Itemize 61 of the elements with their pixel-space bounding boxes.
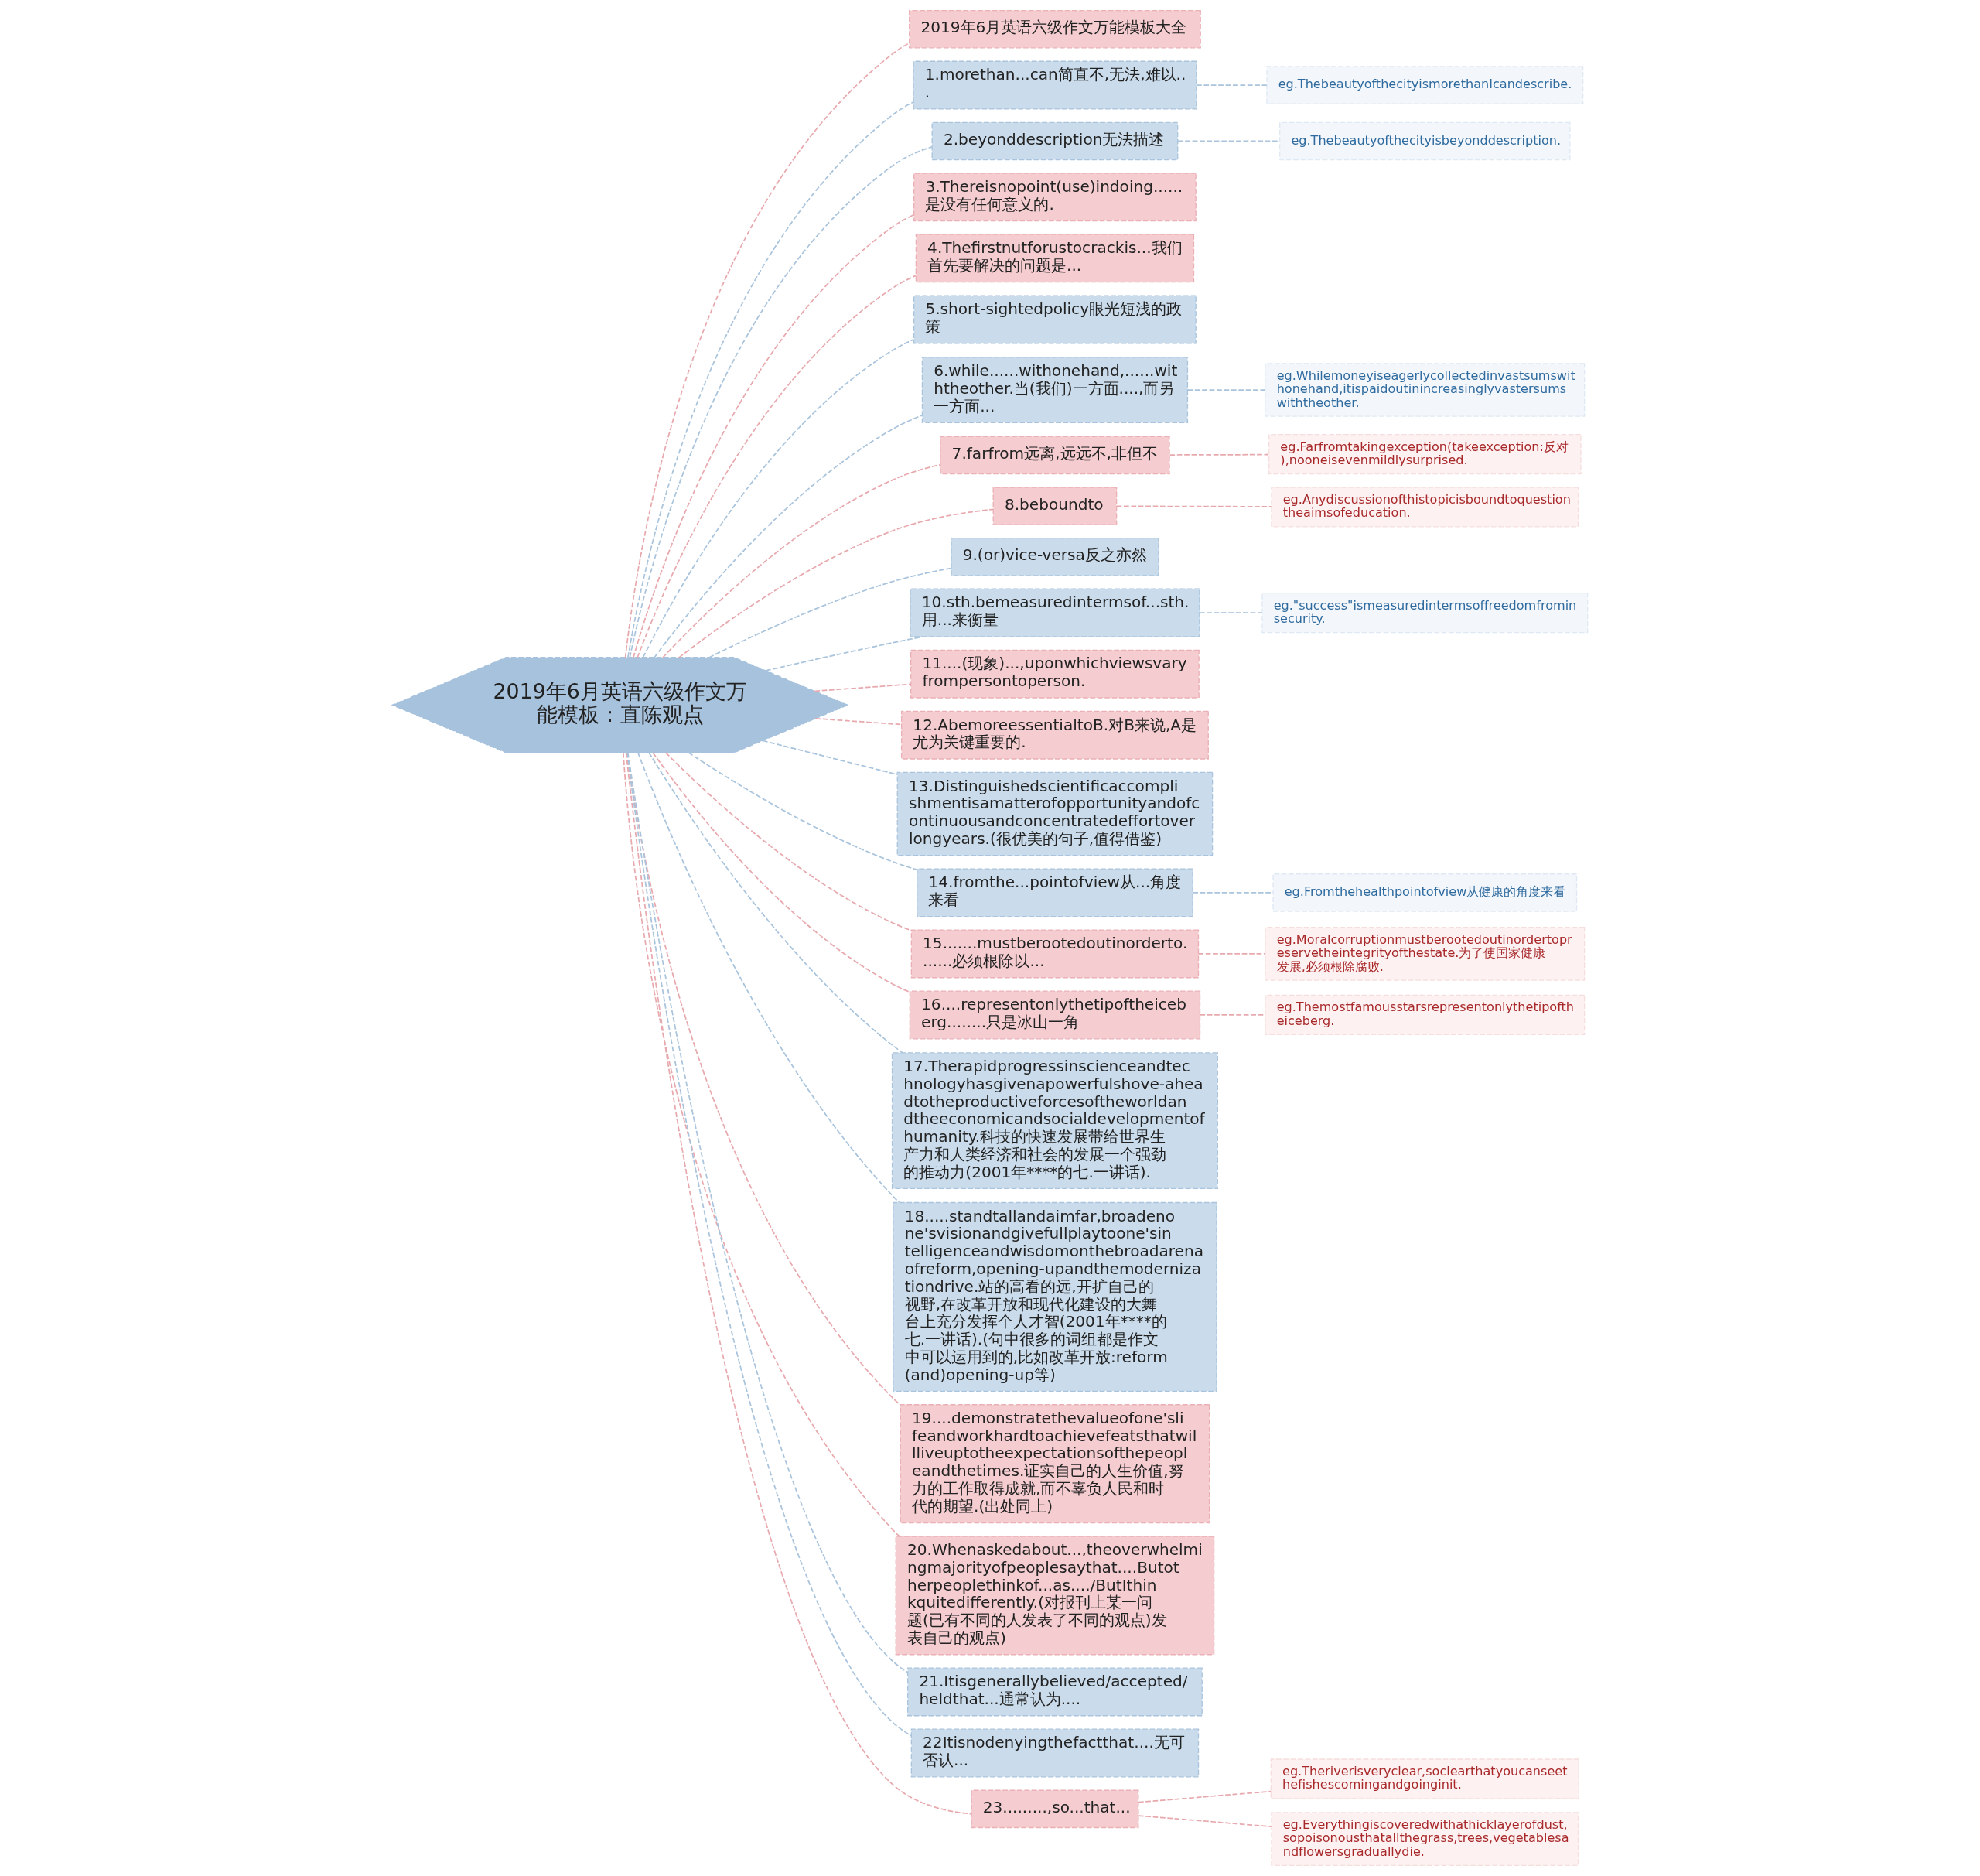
- node-box: eg.ThebeautyofthecityismorethanIcandescribe.: [1266, 66, 1584, 104]
- node-box: eg.Theriverisveryclear,soclearthatyoucanseethefishescomingandgoinginit.: [1270, 1758, 1579, 1799]
- connector: [708, 567, 952, 658]
- node-box: 19....demonstratethevalueofone'slifeandworkhardtoachievefeatsthatwillliveuptotheexpectationsofthepeopleandthetimes.证实自己的人生价值,努力的工作取得成就,而不辜负人民和时代的期望.(出处同上): [900, 1404, 1210, 1524]
- node-box: eg.Themostfamousstarsrepresentonlythetipoftheiceberg.: [1265, 994, 1586, 1036]
- node-box: 2.beyonddescription无法描述: [931, 121, 1179, 161]
- node-box: 23.........,so...that...: [971, 1789, 1139, 1829]
- connector: [626, 752, 901, 1406]
- node-box: 20.Whenaskedabout...,theoverwhelmingmajorityofpeoplesaythat....Butotherpeoplethinkof...as..../ButIthinkquitedifferently.(对报刊上某一问题(已有不同的人发表了不同的观点)发表自己的观点): [895, 1536, 1215, 1656]
- node-box: 2019年6月英语六级作文万能模板大全: [909, 9, 1201, 49]
- node-box: 5.short-sightedpolicy眼光短浅的政策: [913, 295, 1197, 344]
- connector: [652, 752, 910, 993]
- connector: [1196, 84, 1268, 86]
- node-box: 7.farfrom远离,远远不,非但不: [940, 436, 1170, 475]
- connector: [814, 717, 903, 726]
- connector: [762, 740, 898, 775]
- connector: [1186, 389, 1266, 391]
- connector: [814, 683, 912, 692]
- node-box: eg.Fromthehealthpointofview从健康的角度来看: [1272, 873, 1578, 912]
- node-box: eg.Anydiscussionofthistopicisboundtoquestiontheaimsofeducation.: [1271, 487, 1579, 528]
- node-box: 17.Therapidprogressinscienceandtechnologyhasgivenapowerfulshove-aheadtotheproductiveforcesoftheworldandtheeconomicandsocialdevelopmentofhumanity.科技的快速发展带给世界生产力和人类经济和社会的发展一个强劲的推动力(2001年****的七.一讲话).: [891, 1052, 1218, 1190]
- node-box: 13.Distinguishedscientificaccomplishmentisamatterofopportunityandofcontinuousandconcentratedeffortoverlongyears.(很优美的句子,值得借鉴): [896, 771, 1214, 856]
- node-box: eg.Whilemoneyiseagerlycollectedinvastsumswithonehand,itispaidoutinincreasinglyvastersumswiththeother.: [1265, 363, 1586, 417]
- node-box: eg.Moralcorruptionmustberootedoutinordertopreservetheintegrityofthestate.为了使国家健康发展,必须根除腐败.: [1265, 927, 1586, 981]
- node-box: 6.while......withonehand,......withtheother.当(我们)一方面....,而另一方面...: [921, 357, 1189, 423]
- node-box: 12.AbemoreessentialtoB.对B来说,A是尤为关键重要的.: [900, 710, 1209, 760]
- connector: [1169, 453, 1270, 456]
- node-box: 21.Itisgenerallybelieved/accepted/heldthat...通常认为....: [907, 1667, 1203, 1717]
- node-box: 3.Thereisnopoint(use)indoing......是没有任何意义的.: [913, 173, 1197, 222]
- connector: [633, 214, 915, 658]
- node-box: 8.beboundto: [992, 487, 1118, 525]
- connector: [662, 463, 941, 658]
- node-box: 16....representonlythetipoftheiceberg........只是冰山一角: [909, 990, 1201, 1040]
- connector: [654, 415, 923, 658]
- node-box: 18.....standtallandaimfar,broadenone'svisionandgivefullplaytoone'sintelligenceandwisdomonthebroadarenaofreform,opening-upandthemodernizationdrive.站的高看的远,开扩自己的视野,在改革开放和现代化建设的大舞台上充分发挥个人才智(2001年****的七.一讲话).(句中很多的词组都是作文中可以运用到的,比如改革开放:reform(and)opening-up等): [893, 1201, 1217, 1392]
- node-box: 22Itisnodenyingthefactthat....无可否认...: [910, 1728, 1200, 1778]
- connector: [642, 338, 915, 658]
- connector: [688, 751, 918, 870]
- node-box: 9.(or)vice-versa反之亦然: [951, 537, 1159, 576]
- connector: [637, 275, 917, 658]
- connector: [1138, 1790, 1272, 1803]
- connector: [1199, 612, 1263, 613]
- node-box: 4.Thefirstnutforustocrackis...我们首先要解决的问题是...: [915, 234, 1195, 283]
- connector: [637, 751, 900, 1204]
- node-box: 15.......mustberootedoutinorderto.......必须根除以...: [910, 929, 1200, 979]
- connector: [1197, 953, 1266, 955]
- node-box: 14.fromthe...pointofview从...角度来看: [917, 868, 1193, 917]
- node-box: 11....(现象)...,uponwhichviewsvaryfrompersontoperson.: [910, 649, 1200, 699]
- node-box: 1.morethan...can简直不,无法,难以...: [913, 60, 1197, 110]
- connector: [648, 751, 903, 1054]
- connector: [1138, 1815, 1272, 1827]
- connector: [1115, 505, 1272, 507]
- node-box: eg.Everythingiscoveredwithathicklayerofdust,sopoisonousthatallthegrass,trees,vegetablesandflowersgraduallydie.: [1271, 1812, 1579, 1867]
- node-box: eg.Thebeautyofthecityisbeyonddescription.: [1279, 121, 1571, 161]
- node-box: eg.Farfromtakingexception(takeexception:反对),nooneisevenmildlysurprised.: [1268, 433, 1582, 475]
- connector: [625, 752, 972, 1815]
- node-box: eg."success"ismeasuredintermsoffreedomfrominsecurity.: [1261, 593, 1589, 634]
- connector: [623, 752, 900, 1537]
- node-box: 10.sth.bemeasuredintermsof...sth.用...来衡量: [910, 588, 1200, 637]
- connector: [765, 636, 923, 671]
- connector: [678, 508, 995, 658]
